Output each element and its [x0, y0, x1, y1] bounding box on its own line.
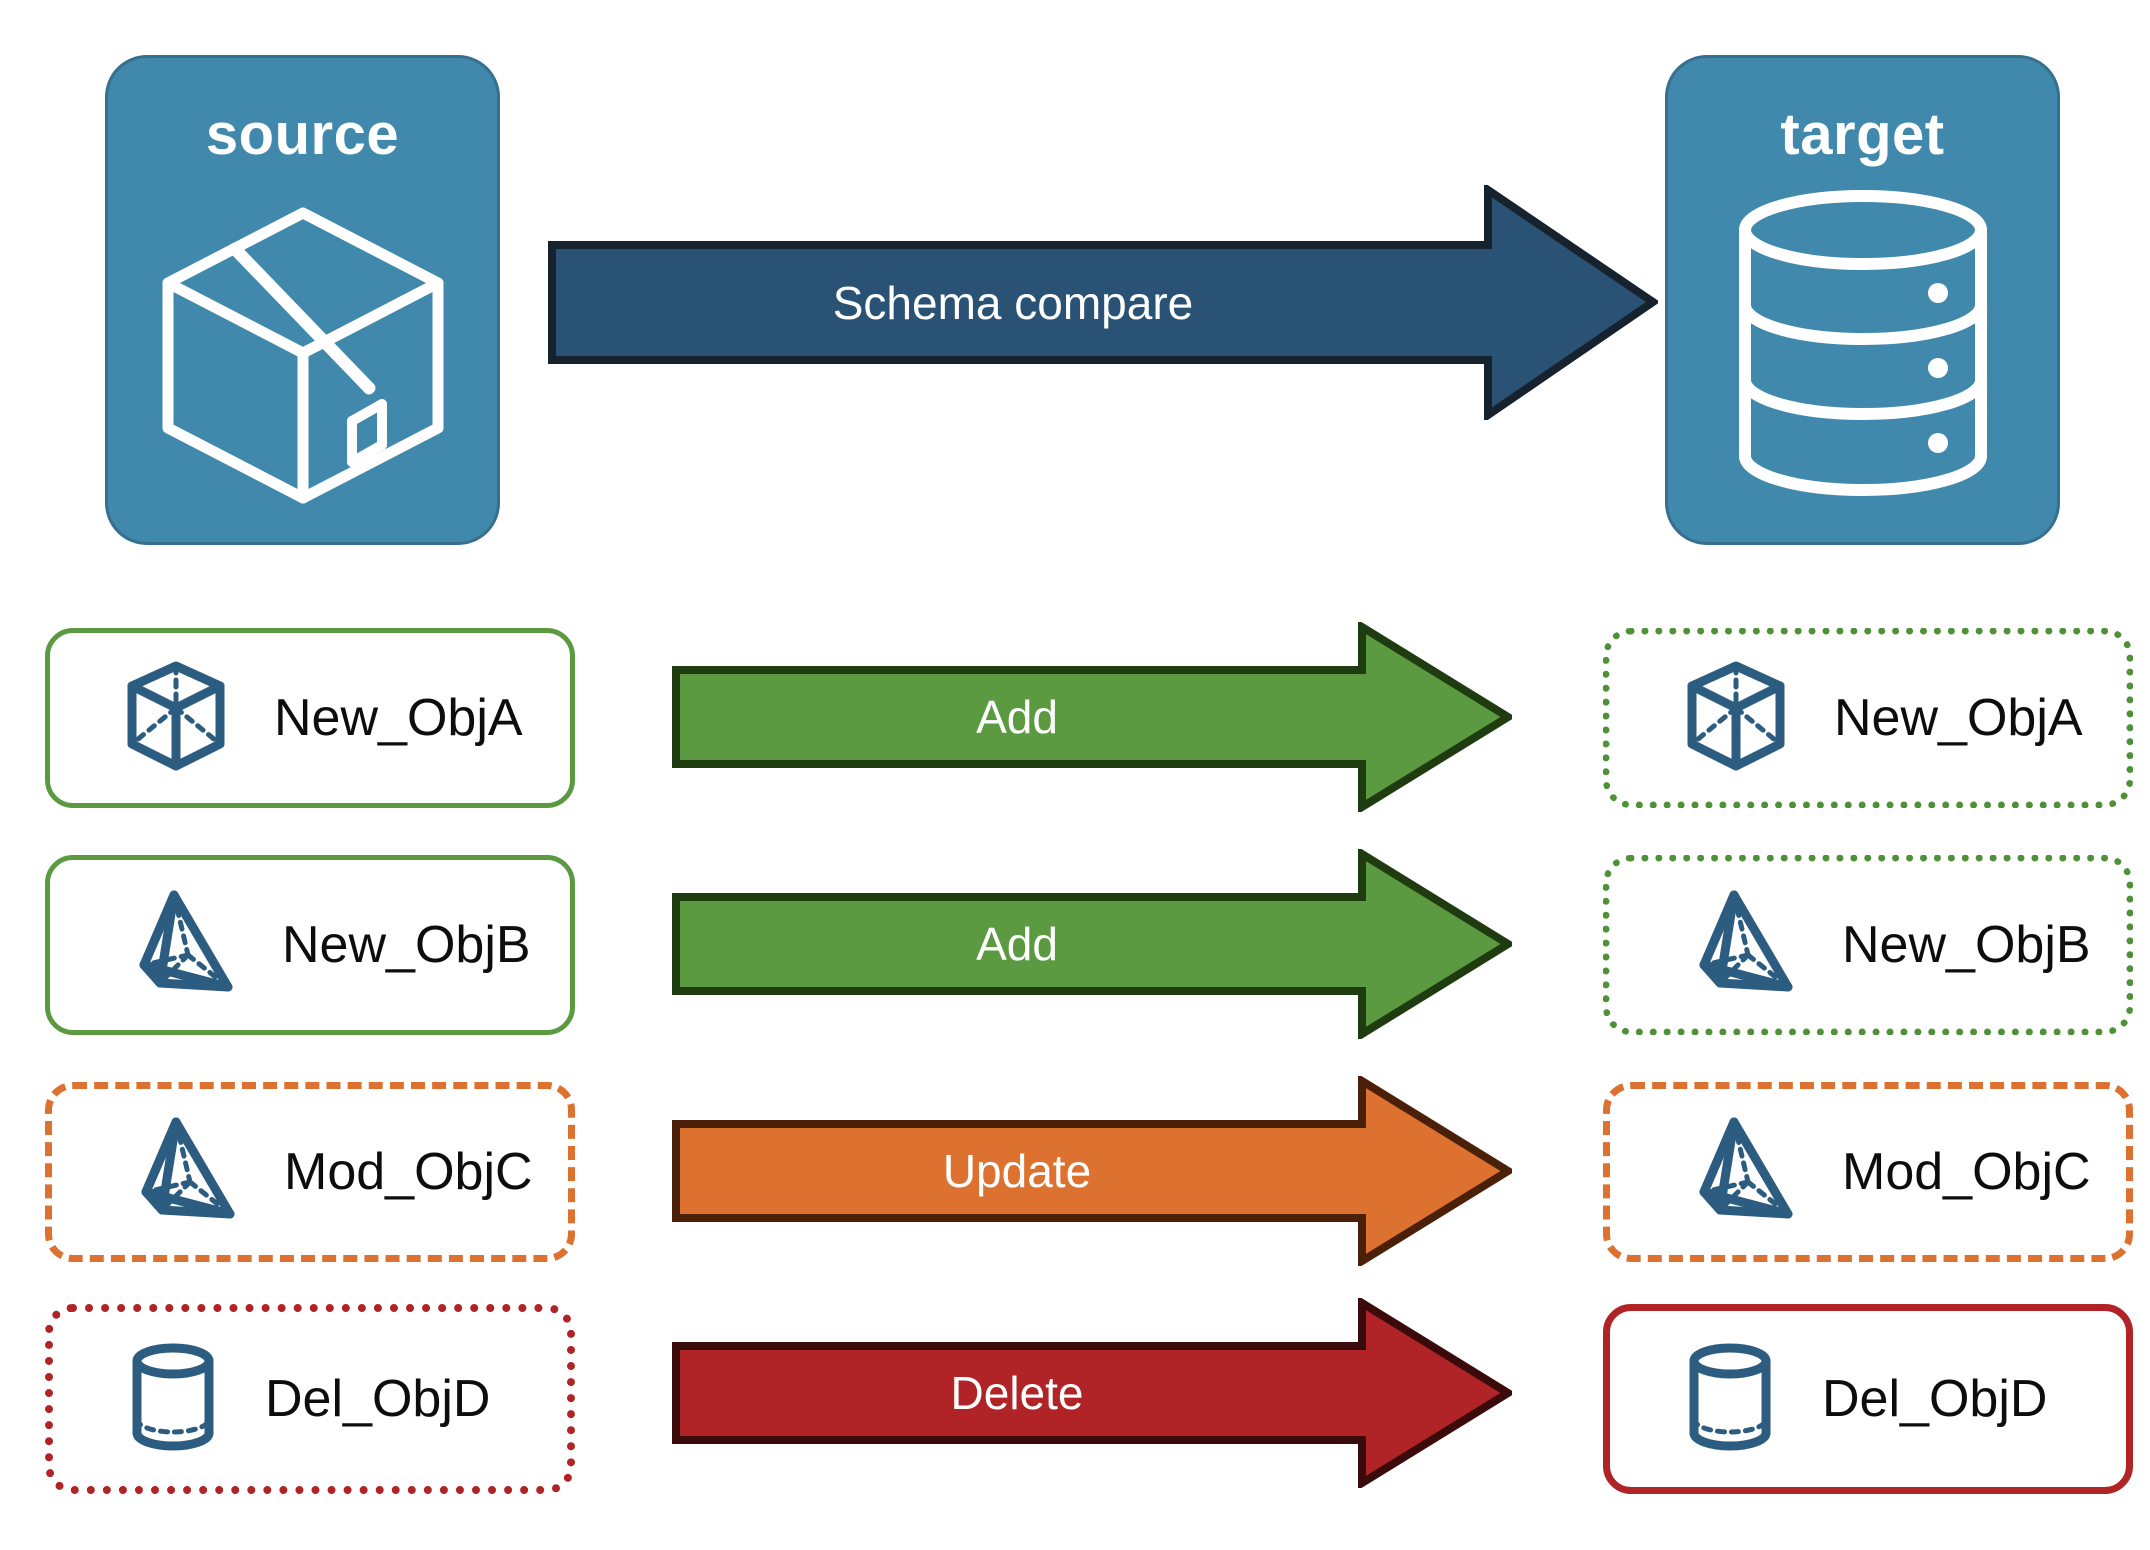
action-arrow-row-4: Delete	[672, 1298, 1512, 1488]
target-panel-label: target	[1780, 102, 1945, 167]
source-panel-label: source	[205, 102, 400, 167]
source-object-label-3: Mod_ObjC	[284, 1143, 533, 1201]
wireframe-pyramid-icon	[122, 887, 238, 1004]
wireframe-pyramid-icon	[124, 1114, 240, 1231]
wireframe-cylinder-icon	[1682, 1341, 1778, 1458]
target-object-row-4[interactable]: Del_ObjD	[1603, 1304, 2133, 1494]
source-object-label-2: New_ObjB	[282, 916, 531, 974]
wireframe-cube-icon	[1682, 660, 1790, 777]
target-object-label-1: New_ObjA	[1834, 689, 2083, 747]
source-object-row-1[interactable]: New_ObjA	[45, 628, 575, 808]
source-object-label-1: New_ObjA	[274, 689, 523, 747]
action-arrow-row-2: Add	[672, 849, 1512, 1039]
action-arrow-row-1: Add	[672, 622, 1512, 812]
target-panel: target	[1665, 55, 2060, 545]
database-cylinder-icon	[1723, 188, 2003, 503]
schema-compare-arrow: Schema compare	[548, 182, 1661, 423]
wireframe-pyramid-icon	[1682, 1114, 1798, 1231]
source-object-row-2[interactable]: New_ObjB	[45, 855, 575, 1035]
source-object-label-4: Del_ObjD	[265, 1370, 491, 1428]
source-object-row-3[interactable]: Mod_ObjC	[45, 1082, 575, 1262]
action-arrow-row-3: Update	[672, 1076, 1512, 1266]
wireframe-pyramid-icon	[1682, 887, 1798, 1004]
target-object-label-4: Del_ObjD	[1822, 1370, 2048, 1428]
target-object-row-2[interactable]: New_ObjB	[1603, 855, 2133, 1035]
wireframe-cylinder-icon	[125, 1341, 221, 1458]
target-object-row-1[interactable]: New_ObjA	[1603, 628, 2133, 808]
target-object-label-2: New_ObjB	[1842, 916, 2091, 974]
target-object-row-3[interactable]: Mod_ObjC	[1603, 1082, 2133, 1262]
source-panel: source	[105, 55, 500, 545]
package-box-icon	[138, 188, 468, 513]
source-object-row-4[interactable]: Del_ObjD	[45, 1304, 575, 1494]
wireframe-cube-icon	[122, 660, 230, 777]
target-object-label-3: Mod_ObjC	[1842, 1143, 2091, 1201]
